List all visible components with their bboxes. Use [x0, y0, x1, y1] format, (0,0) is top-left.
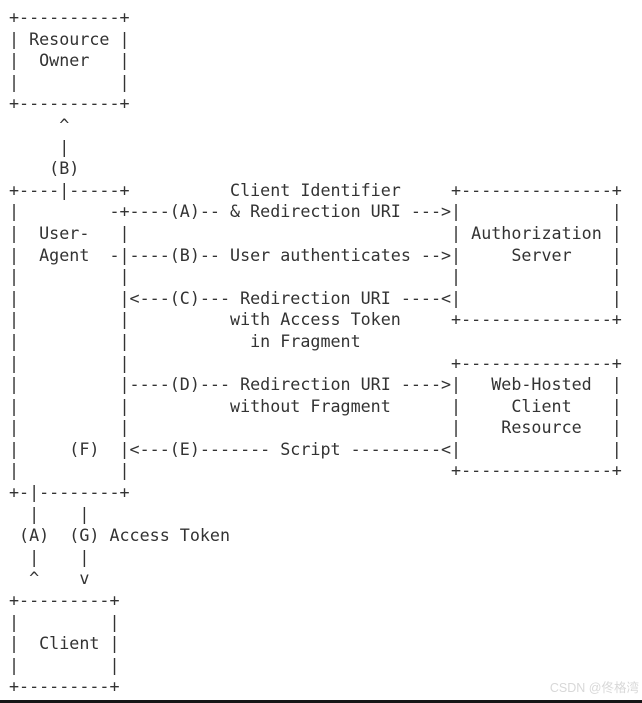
csdn-watermark: CSDN @佟格湾 — [549, 681, 639, 695]
bottom-divider-line — [0, 700, 642, 703]
